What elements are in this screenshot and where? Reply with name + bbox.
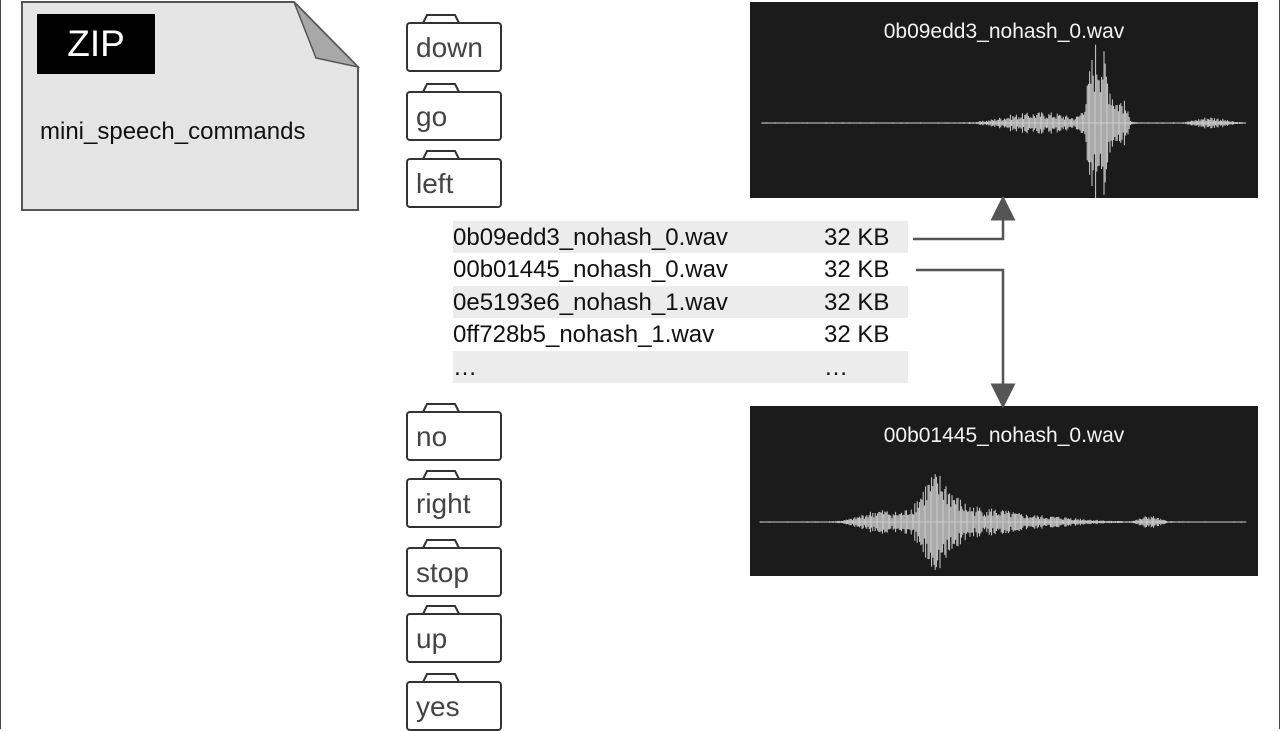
file-name: 00b01445_nohash_0.wav: [453, 256, 728, 284]
file-size: 32 KB: [824, 224, 890, 251]
folder-label: go: [416, 101, 448, 132]
arrow-to-waveform-2: [916, 268, 1016, 409]
file-row[interactable]: 0ff728b5_nohash_1.wav 32 KB: [453, 318, 908, 350]
folder-no[interactable]: no: [406, 403, 502, 461]
folder-icon: [406, 83, 502, 141]
file-row[interactable]: 0e5193e6_nohash_1.wav 32 KB: [453, 285, 908, 319]
folder-up[interactable]: up: [406, 605, 502, 663]
folder-down[interactable]: down: [406, 14, 502, 72]
file-row-ellipsis: … …: [453, 350, 908, 383]
file-size: 32 KB: [824, 288, 890, 316]
folder-left[interactable]: left: [406, 150, 502, 208]
file-row[interactable]: 00b01445_nohash_0.wav 32 KB: [453, 253, 908, 285]
folder-label: up: [416, 623, 448, 654]
file-name: 0ff728b5_nohash_1.wav: [453, 321, 715, 349]
folder-label: left: [416, 168, 454, 199]
folder-go[interactable]: go: [406, 83, 502, 141]
folder-icon: [406, 539, 502, 597]
folder-label: no: [416, 421, 448, 452]
folder-label: down: [416, 32, 483, 63]
waveform-title: 00b01445_nohash_0.wav: [883, 424, 1125, 447]
file-row[interactable]: 0b09edd3_nohash_0.wav 32 KB: [453, 221, 908, 254]
file-size: 32 KB: [824, 256, 890, 284]
folder-icon: [406, 150, 502, 208]
folder-icon: [406, 403, 502, 461]
waveform-title: 0b09edd3_nohash_0.wav: [883, 20, 1125, 43]
folder-icon: [406, 14, 502, 72]
folder-label: yes: [416, 691, 460, 722]
file-size: 32 KB: [824, 321, 890, 349]
archive-name: mini_speech_commands: [40, 118, 306, 145]
folder-yes[interactable]: yes: [406, 673, 502, 731]
waveform-panel-2: 00b01445_nohash_0.wav: [750, 406, 1258, 576]
zip-badge: ZIP: [37, 14, 155, 74]
file-name: …: [453, 350, 821, 383]
folder-label: stop: [416, 557, 469, 588]
file-name: 0b09edd3_nohash_0.wav: [453, 221, 821, 254]
folder-right[interactable]: right: [406, 470, 502, 528]
waveform-panel-1: 0b09edd3_nohash_0.wav: [750, 2, 1258, 198]
folder-label: right: [416, 488, 471, 519]
folder-stop[interactable]: stop: [406, 539, 502, 597]
file-name: 0e5193e6_nohash_1.wav: [453, 285, 821, 319]
waveform-plot: [759, 474, 1247, 570]
waveform-plot: [761, 44, 1247, 198]
folder-icon: [406, 605, 502, 663]
arrow-to-waveform-1: [913, 195, 1016, 241]
file-size: …: [824, 353, 848, 381]
folder-icon: [406, 470, 502, 528]
file-list: 0b09edd3_nohash_0.wav 32 KB 00b01445_noh…: [453, 221, 908, 383]
